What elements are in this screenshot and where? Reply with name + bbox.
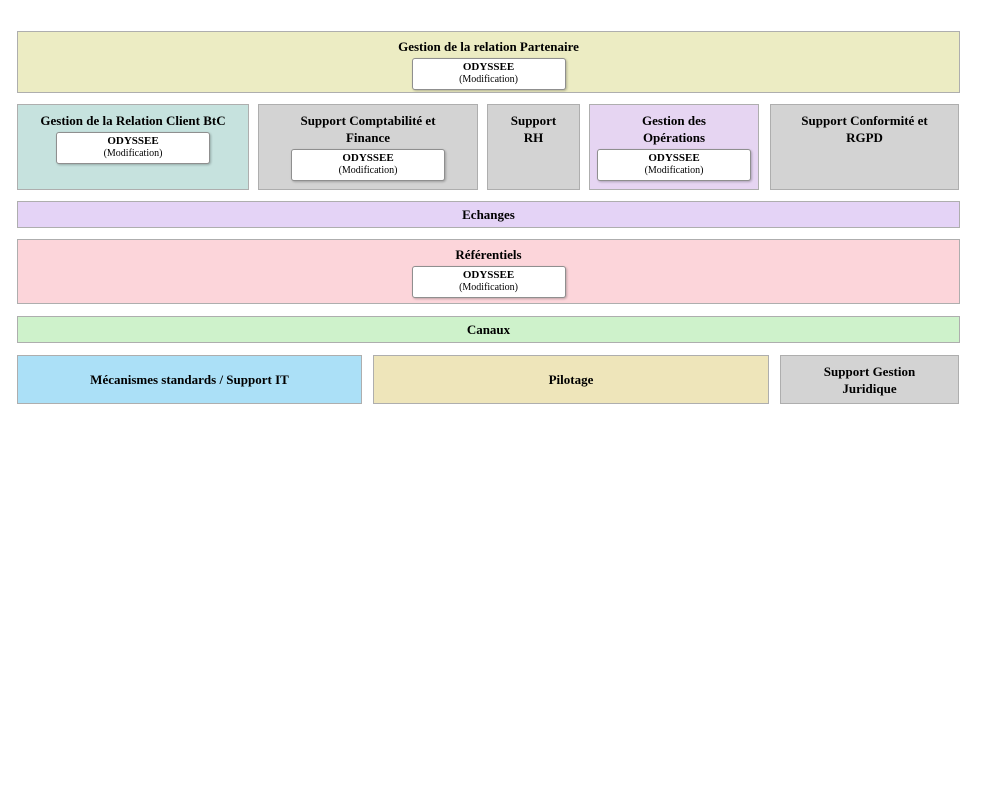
block-title: Support Comptabilité et Finance <box>300 113 436 145</box>
app-note: (Modification) <box>459 282 518 293</box>
block-support-gestion-juridique: Support Gestion Juridique <box>780 355 959 404</box>
app-name: ODYSSEE <box>648 152 700 164</box>
app-name: ODYSSEE <box>462 269 515 281</box>
app-note: (Modification) <box>644 165 704 176</box>
block-title: Support RH <box>510 113 557 145</box>
block-echanges: Echanges <box>17 201 960 228</box>
block-gestion-des-operations: Gestion des Opérations ODYSSEE (Modifica… <box>589 104 759 190</box>
block-pilotage: Pilotage <box>373 355 769 404</box>
block-title: Gestion des Opérations <box>642 113 706 145</box>
block-mecanismes-standards-support-it: Mécanismes standards / Support IT <box>17 355 362 404</box>
block-title: Référentiels <box>455 247 522 262</box>
app-note: (Modification) <box>103 148 163 159</box>
block-title: Mécanismes standards / Support IT <box>90 372 289 387</box>
block-title: Gestion de la Relation Client BtC <box>40 113 226 128</box>
block-referentiels: Référentiels ODYSSEE (Modification) <box>17 239 960 304</box>
app-box-odyssee: ODYSSEE (Modification) <box>56 132 210 164</box>
block-support-conformite-rgpd: Support Conformité et RGPD <box>770 104 959 190</box>
block-title: Gestion de la relation Partenaire <box>398 39 579 54</box>
block-title: Support Conformité et RGPD <box>801 113 928 145</box>
app-note: (Modification) <box>338 165 398 176</box>
block-support-rh: Support RH <box>487 104 580 190</box>
app-name: ODYSSEE <box>107 135 159 147</box>
app-box-odyssee: ODYSSEE (Modification) <box>411 58 566 90</box>
block-title: Pilotage <box>548 372 594 387</box>
app-box-odyssee: ODYSSEE (Modification) <box>411 266 566 298</box>
app-box-odyssee: ODYSSEE (Modification) <box>291 149 445 181</box>
block-gestion-relation-client-btc: Gestion de la Relation Client BtC ODYSSE… <box>17 104 249 190</box>
block-canaux: Canaux <box>17 316 960 343</box>
app-box-odyssee: ODYSSEE (Modification) <box>597 149 751 181</box>
app-note: (Modification) <box>459 74 518 85</box>
app-name: ODYSSEE <box>462 61 515 73</box>
block-title: Support Gestion Juridique <box>823 363 916 396</box>
block-title: Echanges <box>462 207 515 222</box>
block-title: Canaux <box>466 322 511 337</box>
block-support-comptabilite-finance: Support Comptabilité et Finance ODYSSEE … <box>258 104 478 190</box>
block-gestion-relation-partenaire: Gestion de la relation Partenaire ODYSSE… <box>17 31 960 93</box>
app-name: ODYSSEE <box>342 152 394 164</box>
